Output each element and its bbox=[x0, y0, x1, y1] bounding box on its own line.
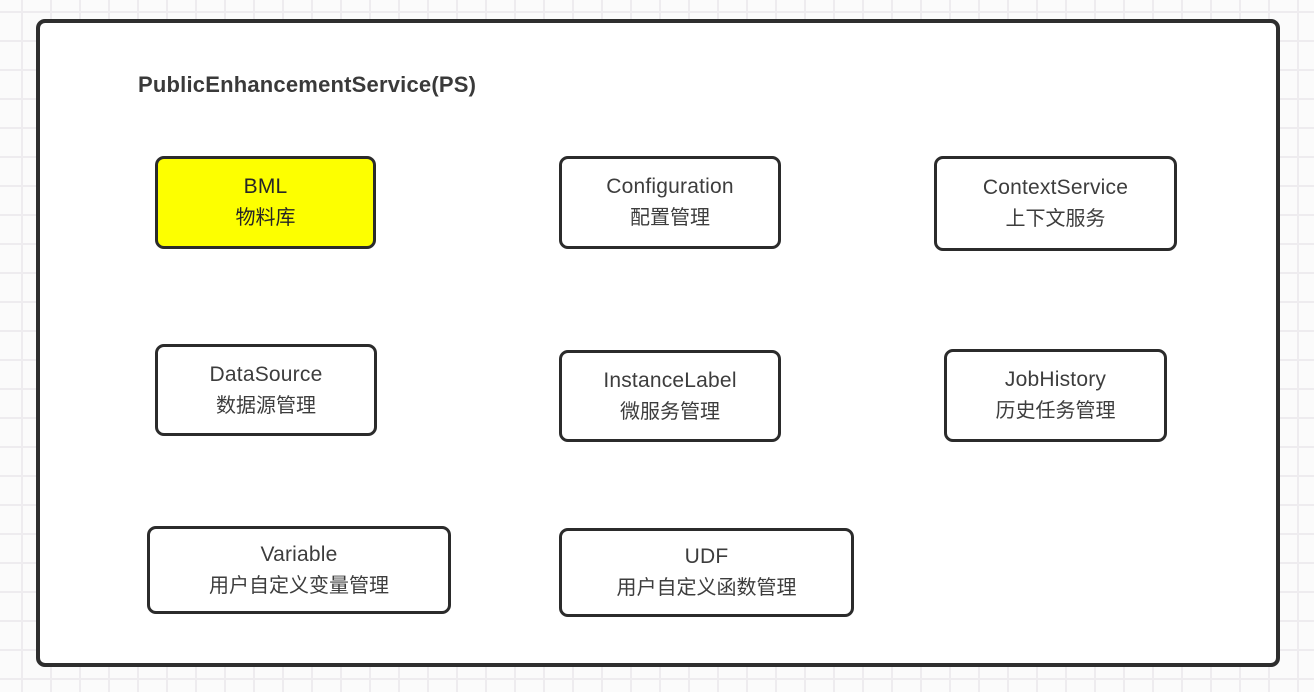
service-name-en: UDF bbox=[684, 545, 729, 568]
service-name-zh: 配置管理 bbox=[630, 207, 710, 229]
service-name-en: ContextService bbox=[982, 176, 1129, 199]
service-box-bml: BML 物料库 bbox=[155, 156, 376, 249]
service-name-en: DataSource bbox=[209, 362, 323, 386]
service-box-variable: Variable 用户自定义变量管理 bbox=[147, 526, 451, 614]
service-box-datasource: DataSource 数据源管理 bbox=[155, 344, 377, 436]
service-box-instance-label: InstanceLabel 微服务管理 bbox=[559, 350, 781, 442]
service-name-zh: 数据源管理 bbox=[216, 394, 316, 417]
service-name-zh: 上下文服务 bbox=[1005, 208, 1106, 230]
service-name-en: BML bbox=[243, 175, 288, 198]
diagram-title: PublicEnhancementService(PS) bbox=[138, 72, 477, 97]
service-name-zh: 用户自定义函数管理 bbox=[616, 577, 797, 599]
service-box-job-history: JobHistory 历史任务管理 bbox=[944, 349, 1167, 442]
service-name-zh: 历史任务管理 bbox=[995, 400, 1116, 422]
service-box-configuration: Configuration 配置管理 bbox=[559, 156, 781, 249]
service-name-zh: 微服务管理 bbox=[620, 400, 720, 423]
service-name-en: Configuration bbox=[606, 175, 734, 198]
service-name-en: InstanceLabel bbox=[603, 368, 737, 392]
service-box-udf: UDF 用户自定义函数管理 bbox=[559, 528, 854, 617]
service-name-zh: 物料库 bbox=[235, 207, 296, 229]
diagram-panel: PublicEnhancementService(PS) BML 物料库 Con… bbox=[36, 19, 1280, 667]
service-name-en: JobHistory bbox=[1004, 368, 1107, 391]
service-name-zh: 用户自定义变量管理 bbox=[209, 574, 389, 597]
service-name-en: Variable bbox=[260, 542, 338, 566]
service-box-context-service: ContextService 上下文服务 bbox=[934, 156, 1177, 251]
